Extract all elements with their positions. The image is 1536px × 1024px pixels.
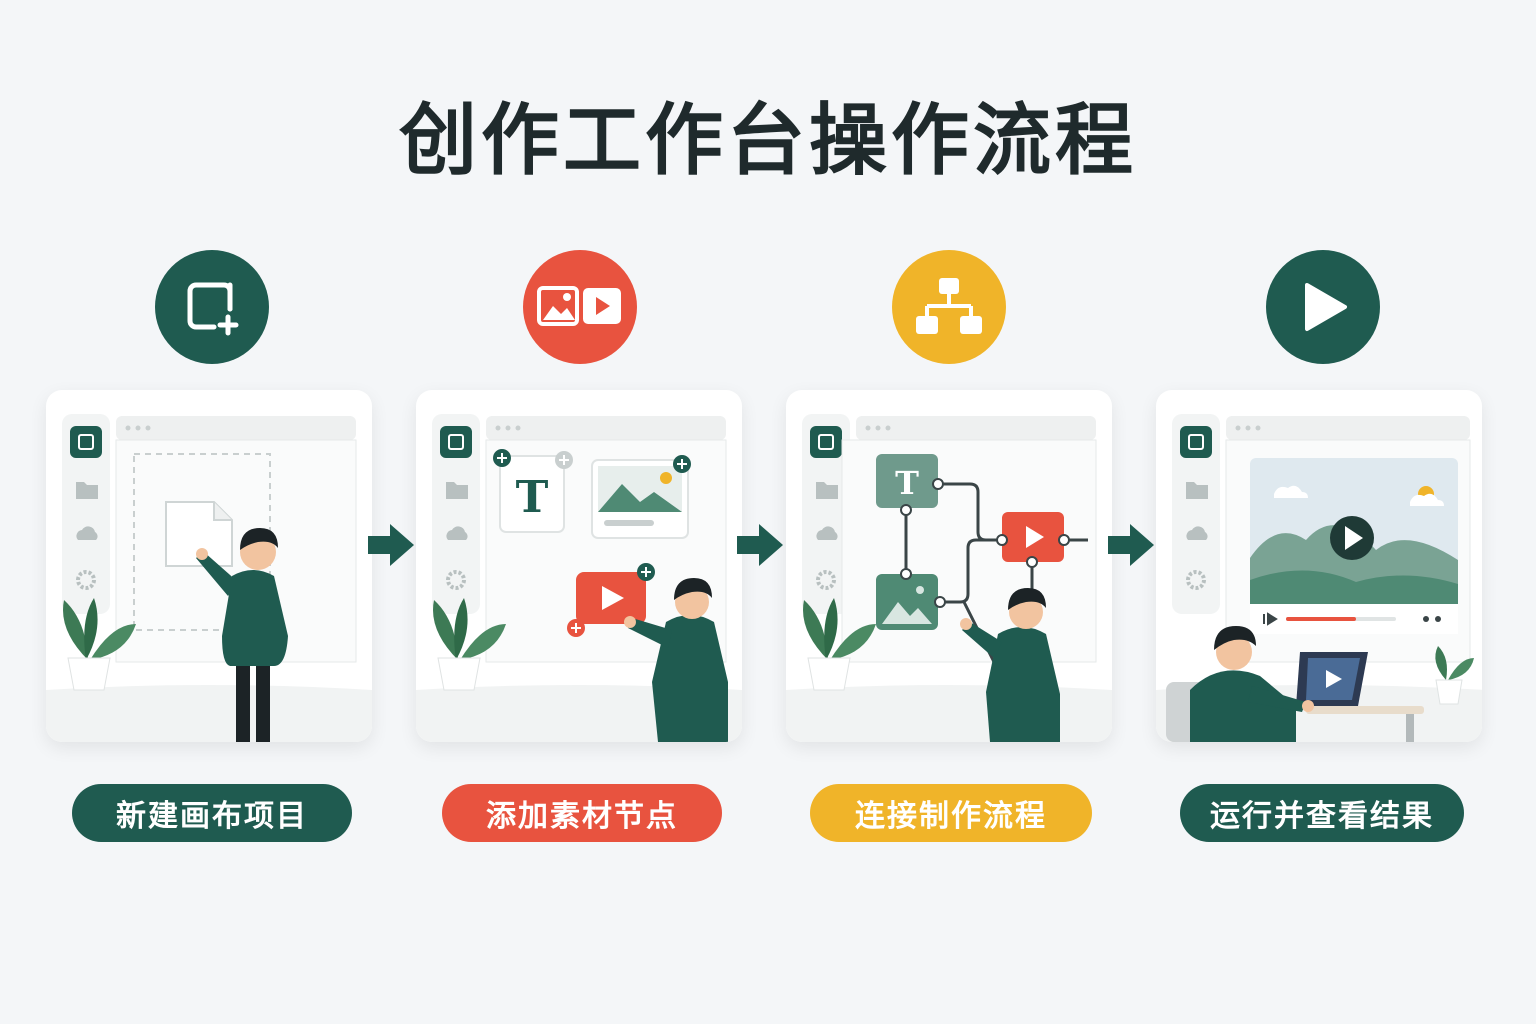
add-canvas-icon: [70, 426, 102, 458]
step1-icon-circle: [155, 250, 269, 364]
step3-illustration: T: [786, 390, 1112, 742]
text-node-glyph-2: T: [895, 464, 919, 502]
step3-label: 连接制作流程: [810, 784, 1092, 842]
step3-icon-circle: [892, 250, 1006, 364]
gear-icon: [76, 570, 96, 590]
new-canvas-icon: [187, 282, 239, 336]
arrow-right-icon-3: [1108, 524, 1154, 566]
step4-icon-circle: [1266, 250, 1380, 364]
step1-illustration: [46, 390, 372, 742]
step4-illustration: [1156, 390, 1482, 742]
step1-label: 新建画布项目: [72, 784, 352, 842]
step2-illustration: T: [416, 390, 742, 742]
cloud-icon: [76, 526, 98, 540]
page-title: 创作工作台操作流程: [398, 96, 1137, 186]
step4-label: 运行并查看结果: [1180, 784, 1464, 842]
step2-icon-circle: [523, 250, 637, 364]
folder-icon: [76, 482, 98, 499]
text-node-glyph: T: [516, 472, 549, 523]
flowchart-nodes-icon: [916, 278, 982, 334]
arrow-right-icon-1: [368, 524, 414, 566]
step2-label: 添加素材节点: [442, 784, 722, 842]
play-icon: [1305, 283, 1347, 331]
arrow-right-icon-2: [737, 524, 783, 566]
media-image-video-icon: [537, 286, 621, 326]
